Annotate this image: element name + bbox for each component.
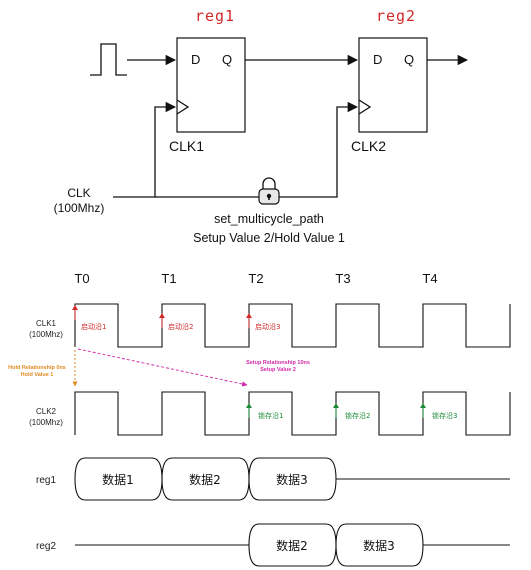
clk-source-label: CLK	[67, 186, 90, 200]
clk-wire-reg2	[155, 101, 359, 198]
clk1-waveform	[74, 303, 511, 348]
reg1-d-pin: D	[191, 52, 200, 67]
reg1-clock-triangle-icon	[176, 99, 190, 115]
tick-label: T1	[161, 271, 176, 286]
clk1-wave-freq: (100Mhz)	[29, 330, 63, 339]
reg1-q-pin: Q	[222, 52, 232, 67]
setup-relationship-arrow	[77, 348, 248, 387]
launch-edge-3: 启动沿3	[255, 322, 280, 331]
input-pulse-icon	[90, 43, 127, 76]
launch-edge-markers	[72, 305, 252, 328]
reg2-clk-name: CLK2	[351, 138, 386, 154]
clk2-wave-label: CLK2	[36, 407, 57, 416]
setup-note-line1: Setup Relationship 10ns	[246, 360, 310, 366]
reg1-data-1: 数据1	[102, 472, 134, 487]
capture-edge-markers	[246, 403, 426, 418]
reg1-clk-name: CLK1	[169, 138, 204, 154]
reg1-data-3: 数据3	[276, 472, 308, 487]
reg2-q-pin: Q	[404, 52, 414, 67]
tick-labels: T0 T1 T2 T3 T4	[74, 271, 437, 286]
capture-edge-1: 锁存沿1	[258, 411, 283, 420]
tick-label: T4	[422, 271, 437, 286]
reg2-data-row	[75, 523, 510, 567]
constraint-values: Setup Value 2/Hold Value 1	[193, 231, 345, 245]
tick-label: T0	[74, 271, 89, 286]
setup-note-line2: Setup Value 2	[260, 367, 296, 373]
hold-note-line2: Hold Value 1	[21, 372, 54, 378]
clk-wire-reg1	[113, 101, 177, 198]
hold-note-line1: Hold Relationship 0ns	[8, 365, 66, 371]
reg2-block	[358, 37, 428, 133]
reg1-row-label: reg1	[36, 475, 56, 486]
tick-label: T3	[335, 271, 350, 286]
reg2-row-label: reg2	[36, 541, 56, 552]
reg2-clock-triangle-icon	[358, 99, 372, 115]
tick-label: T2	[248, 271, 263, 286]
reg1-data-row	[74, 457, 510, 501]
reg2-data-2: 数据3	[363, 538, 395, 553]
launch-edge-1: 启动沿1	[81, 322, 106, 331]
reg1-block	[176, 37, 246, 133]
constraint-command: set_multicycle_path	[214, 212, 324, 226]
reg1-title: reg1	[195, 7, 235, 25]
reg2-title: reg2	[376, 7, 416, 25]
reg1-data-2: 数据2	[189, 472, 221, 487]
reg2-d-pin: D	[373, 52, 382, 67]
clk2-waveform	[74, 391, 511, 436]
clk-source-freq: (100Mhz)	[54, 201, 105, 215]
lock-icon	[258, 177, 280, 205]
launch-edge-2: 启动沿2	[168, 322, 193, 331]
clk1-wave-label: CLK1	[36, 319, 57, 328]
capture-edge-2: 锁存沿2	[345, 411, 370, 420]
capture-edge-3: 锁存沿3	[432, 411, 457, 420]
clk2-wave-freq: (100Mhz)	[29, 418, 63, 427]
reg2-data-1: 数据2	[276, 538, 308, 553]
